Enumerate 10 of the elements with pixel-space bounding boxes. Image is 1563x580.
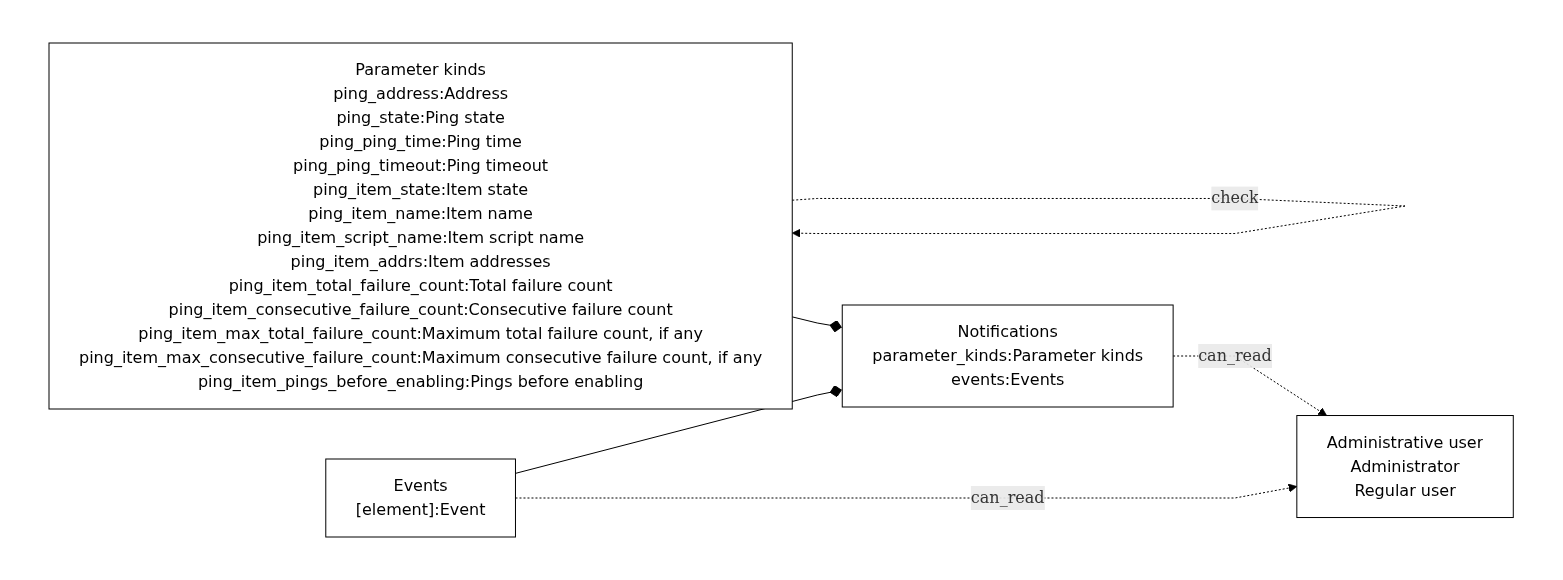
node-box: Notifications parameter_kinds:Parameter kinds events:Events (842, 304, 1174, 408)
node-box: Administrative user Administrator Regular user (1296, 415, 1515, 518)
connector (515, 385, 844, 474)
edge-label: can_read (1198, 346, 1273, 365)
node-box: Events [element]:Event (325, 458, 517, 538)
edge-label: can_read (971, 488, 1045, 507)
node-box: Parameter kinds ping_address:Address ping_state:Ping state ping_ping_time:Ping time ping_ping_timeout:Ping timeout ping_item_state:Item state ping_item_name:Item name ping_item_script_name:Item script name ping_item_addrs:Item addresses ping_item_total_failure_count:Total failure count ping_item_consecutive_failure_count:Consecutive failure count ping_item_max_total_failure_count:Maximum total failure count, if any ping_item_max_consecutive_failure_count:Maximum consecutive failure count, if any ping_item_pings_before_enabling:Pings before enabling (48, 42, 794, 410)
connector (792, 316, 844, 333)
arrow (515, 483, 1298, 499)
edge-label: check (1211, 188, 1260, 208)
